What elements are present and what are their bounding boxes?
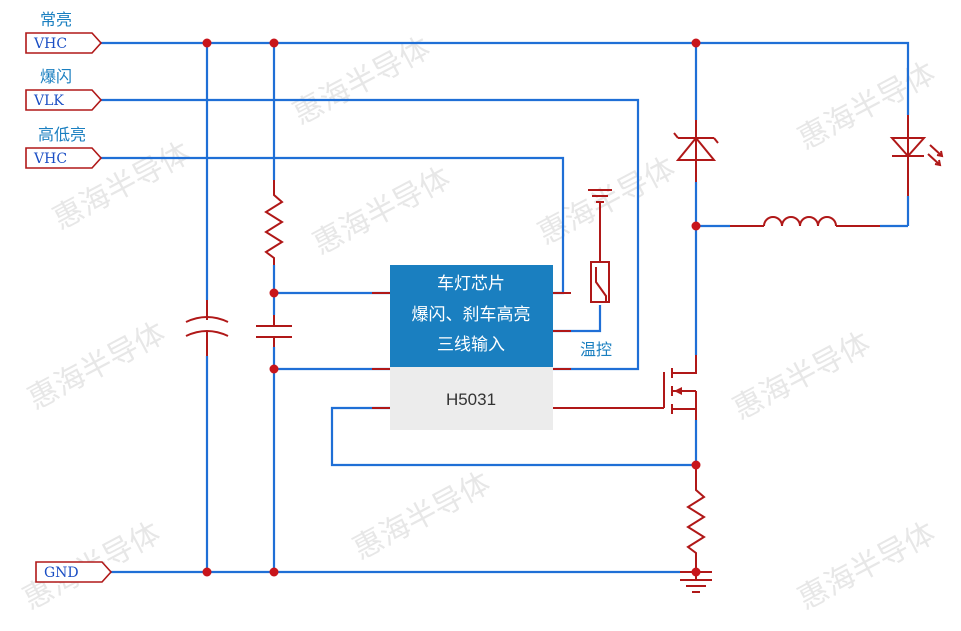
port-flag bbox=[35, 561, 113, 583]
led bbox=[889, 115, 944, 196]
chip-bottom-block bbox=[390, 367, 553, 430]
zener-diode bbox=[673, 120, 719, 182]
port-label: VHC bbox=[33, 151, 67, 167]
watermark: 惠海半导体 bbox=[347, 466, 496, 567]
junction-dot bbox=[691, 38, 701, 48]
port-flag bbox=[25, 89, 103, 111]
port-vhc-1: 常亮 VHC bbox=[25, 10, 103, 54]
watermark: 惠海半导体 bbox=[792, 56, 941, 157]
port-gnd: GND bbox=[35, 561, 113, 583]
watermark: 惠海半导体 bbox=[532, 151, 681, 252]
temp-control-label: 温控 bbox=[580, 340, 612, 359]
watermark: 惠海半导体 bbox=[22, 316, 171, 417]
ground-symbol-ntc bbox=[588, 189, 612, 262]
port-caption: 高低亮 bbox=[38, 125, 86, 144]
chip-line2: 爆闪、刹车高亮 bbox=[412, 305, 531, 325]
watermark: 惠海半导体 bbox=[307, 161, 456, 262]
chip-top-block bbox=[390, 265, 553, 367]
port-flag bbox=[25, 32, 103, 54]
components bbox=[185, 115, 944, 593]
port-label: VHC bbox=[33, 36, 67, 52]
watermark: 惠海半导体 bbox=[287, 31, 436, 132]
junction-dot bbox=[202, 38, 212, 48]
junction-dot bbox=[269, 38, 279, 48]
junction-dot bbox=[691, 567, 701, 577]
port-caption: 常亮 bbox=[40, 10, 72, 29]
chip-title: 车灯芯片 bbox=[437, 274, 505, 294]
watermark: 惠海半导体 bbox=[727, 326, 876, 427]
resistor-sense bbox=[686, 465, 706, 572]
resistor-r1 bbox=[264, 180, 284, 265]
junction-dot bbox=[269, 567, 279, 577]
port-caption: 爆闪 bbox=[40, 67, 72, 86]
capacitor-c1 bbox=[185, 300, 229, 356]
watermark: 惠海半导体 bbox=[792, 516, 941, 617]
port-vlk: 爆闪 VLK bbox=[25, 67, 103, 111]
junction-dot bbox=[269, 288, 279, 298]
chip-line3: 三线输入 bbox=[437, 335, 505, 355]
port-label: VLK bbox=[33, 93, 64, 109]
junction-dot bbox=[269, 364, 279, 374]
junction-dot bbox=[691, 460, 701, 470]
chip-h5031: 车灯芯片 爆闪、刹车高亮 三线输入 H5031 bbox=[372, 265, 571, 430]
junction-dot bbox=[691, 221, 701, 231]
junction-dot bbox=[202, 567, 212, 577]
chip-part-number: H5031 bbox=[446, 390, 496, 409]
port-vhc-2: 高低亮 VHC bbox=[25, 125, 103, 169]
inductor bbox=[730, 216, 880, 227]
port-label: GND bbox=[44, 565, 79, 581]
thermistor bbox=[590, 261, 610, 303]
mosfet bbox=[553, 355, 697, 420]
capacitor-c2 bbox=[256, 315, 292, 347]
junctions bbox=[202, 38, 701, 577]
port-flag bbox=[25, 147, 103, 169]
